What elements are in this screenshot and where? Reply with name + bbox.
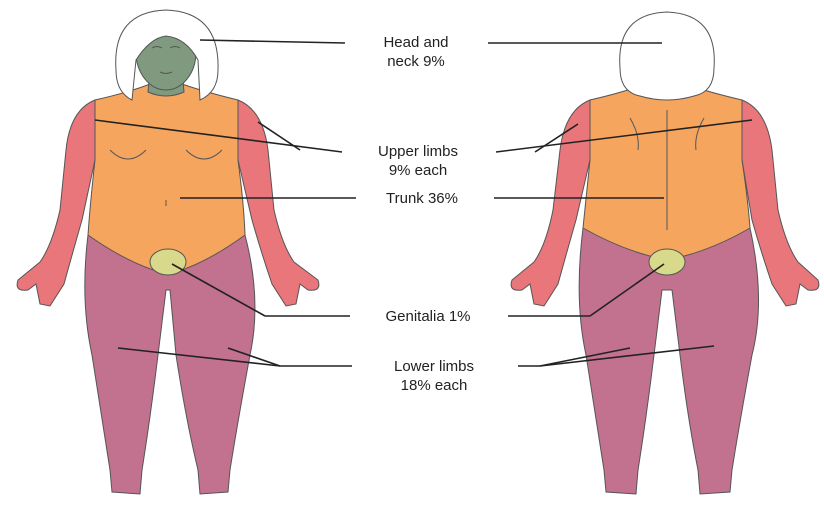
front-genitalia	[150, 249, 186, 275]
label-trunk: Trunk 36%	[356, 189, 488, 208]
label-genitalia-line1: Genitalia 1%	[350, 307, 506, 326]
front-figure	[17, 10, 319, 494]
label-head-neck: Head and neck 9%	[352, 33, 480, 71]
back-upper-limb-left	[511, 100, 590, 306]
back-hair	[620, 12, 715, 100]
label-lower-limbs-line2: 18% each	[352, 376, 516, 395]
label-lower-limbs-line1: Lower limbs	[352, 357, 516, 376]
label-head-neck-line2: neck 9%	[352, 52, 480, 71]
label-lower-limbs: Lower limbs 18% each	[352, 357, 516, 395]
label-head-neck-line1: Head and	[352, 33, 480, 52]
label-trunk-line1: Trunk 36%	[356, 189, 488, 208]
front-trunk	[88, 84, 245, 272]
label-upper-limbs: Upper limbs 9% each	[346, 142, 490, 180]
back-figure	[511, 12, 819, 494]
front-upper-limb-left	[17, 100, 95, 306]
label-genitalia: Genitalia 1%	[350, 307, 506, 326]
label-upper-limbs-line1: Upper limbs	[346, 142, 490, 161]
label-upper-limbs-line2: 9% each	[346, 161, 490, 180]
leader-head-front	[200, 40, 345, 43]
